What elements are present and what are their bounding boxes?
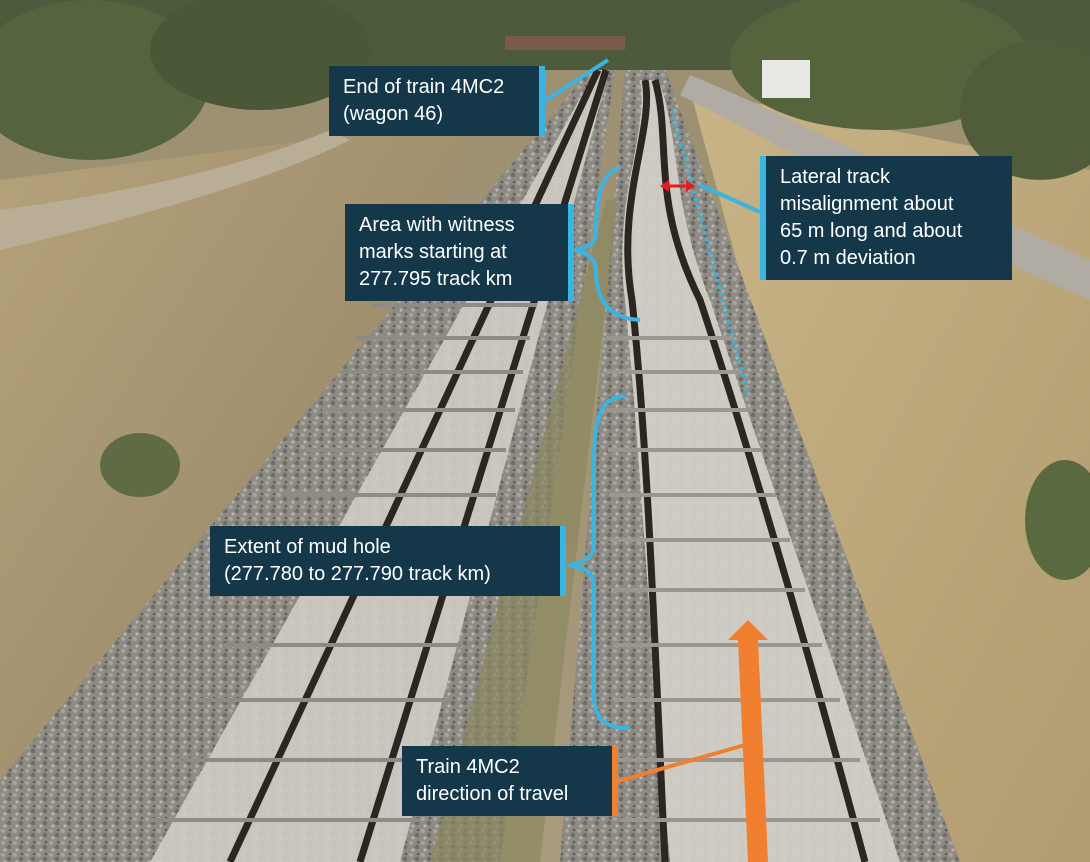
deviation-marker [660, 180, 695, 192]
bush [1025, 460, 1090, 580]
misalignment-line-1: Lateral track [780, 166, 891, 188]
tree [960, 40, 1090, 180]
end-of-train-line-2: (wagon 46) [343, 103, 444, 125]
mud-hole-label: Extent of mud hole (277.780 to 277.790 t… [210, 526, 566, 596]
tree [150, 0, 370, 110]
end-of-train-line-1: End of train 4MC2 [343, 76, 505, 98]
misalignment-line-2: misalignment about [780, 193, 954, 215]
mud-hole-bracket [563, 394, 631, 730]
original-alignment-line [670, 109, 750, 396]
right-grass-field [690, 90, 1090, 862]
bush [100, 433, 180, 497]
misalignment-pointer [699, 183, 761, 214]
misalignment-label: Lateral track misalignment about 65 m lo… [760, 156, 1012, 280]
mud-hole-line-1: Extent of mud hole [224, 536, 391, 558]
direction-line-2: direction of travel [416, 783, 569, 805]
witness-marks-label: Area with witness marks starting at 277.… [345, 204, 574, 301]
direction-label: Train 4MC2 direction of travel [402, 746, 618, 816]
direction-arrow [728, 620, 768, 862]
misalignment-line-3: 65 m long and about [780, 220, 963, 242]
right-track [606, 79, 900, 862]
mud-hole-line-2: (277.780 to 277.790 track km) [224, 563, 491, 585]
dirt-road [0, 130, 350, 250]
witness-marks-line-3: 277.795 track km [359, 268, 513, 290]
direction-line-1: Train 4MC2 [416, 756, 520, 778]
witness-marks-bracket [569, 166, 641, 322]
distant-train [505, 36, 625, 50]
misalignment-line-4: 0.7 m deviation [780, 247, 916, 269]
shed [762, 60, 810, 98]
end-of-train-pointer [541, 58, 610, 104]
witness-marks-line-1: Area with witness [359, 214, 515, 236]
end-of-train-label: End of train 4MC2 (wagon 46) [329, 66, 545, 136]
direction-pointer [614, 743, 746, 784]
witness-marks-line-2: marks starting at [359, 241, 507, 263]
